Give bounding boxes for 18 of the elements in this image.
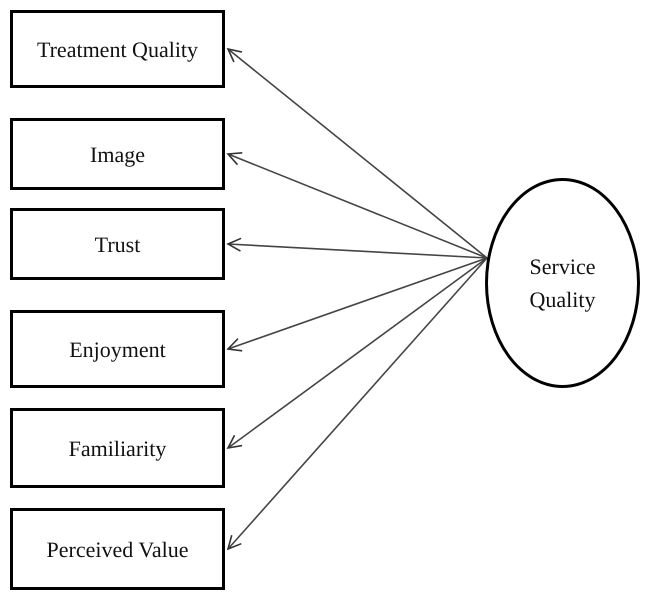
indicator-box [10, 208, 225, 280]
indicator-box [10, 408, 225, 488]
node-label: Perceived Value [46, 536, 188, 564]
arrow [227, 257, 488, 352]
node-label: Enjoyment [69, 336, 166, 364]
node-label: Trust [94, 230, 140, 258]
arrow [227, 152, 488, 259]
indicator-box [10, 508, 225, 590]
arrow [227, 257, 488, 449]
indicator-box [10, 310, 225, 388]
node-label: Treatment Quality [36, 36, 198, 64]
indicator-box [10, 10, 225, 88]
arrow [227, 48, 488, 259]
node-label: Image [90, 140, 145, 169]
indicator-box [10, 118, 225, 190]
node-label: Service Quality [528, 253, 596, 314]
node-label: Familiarity [68, 434, 166, 463]
arrow [227, 238, 488, 259]
